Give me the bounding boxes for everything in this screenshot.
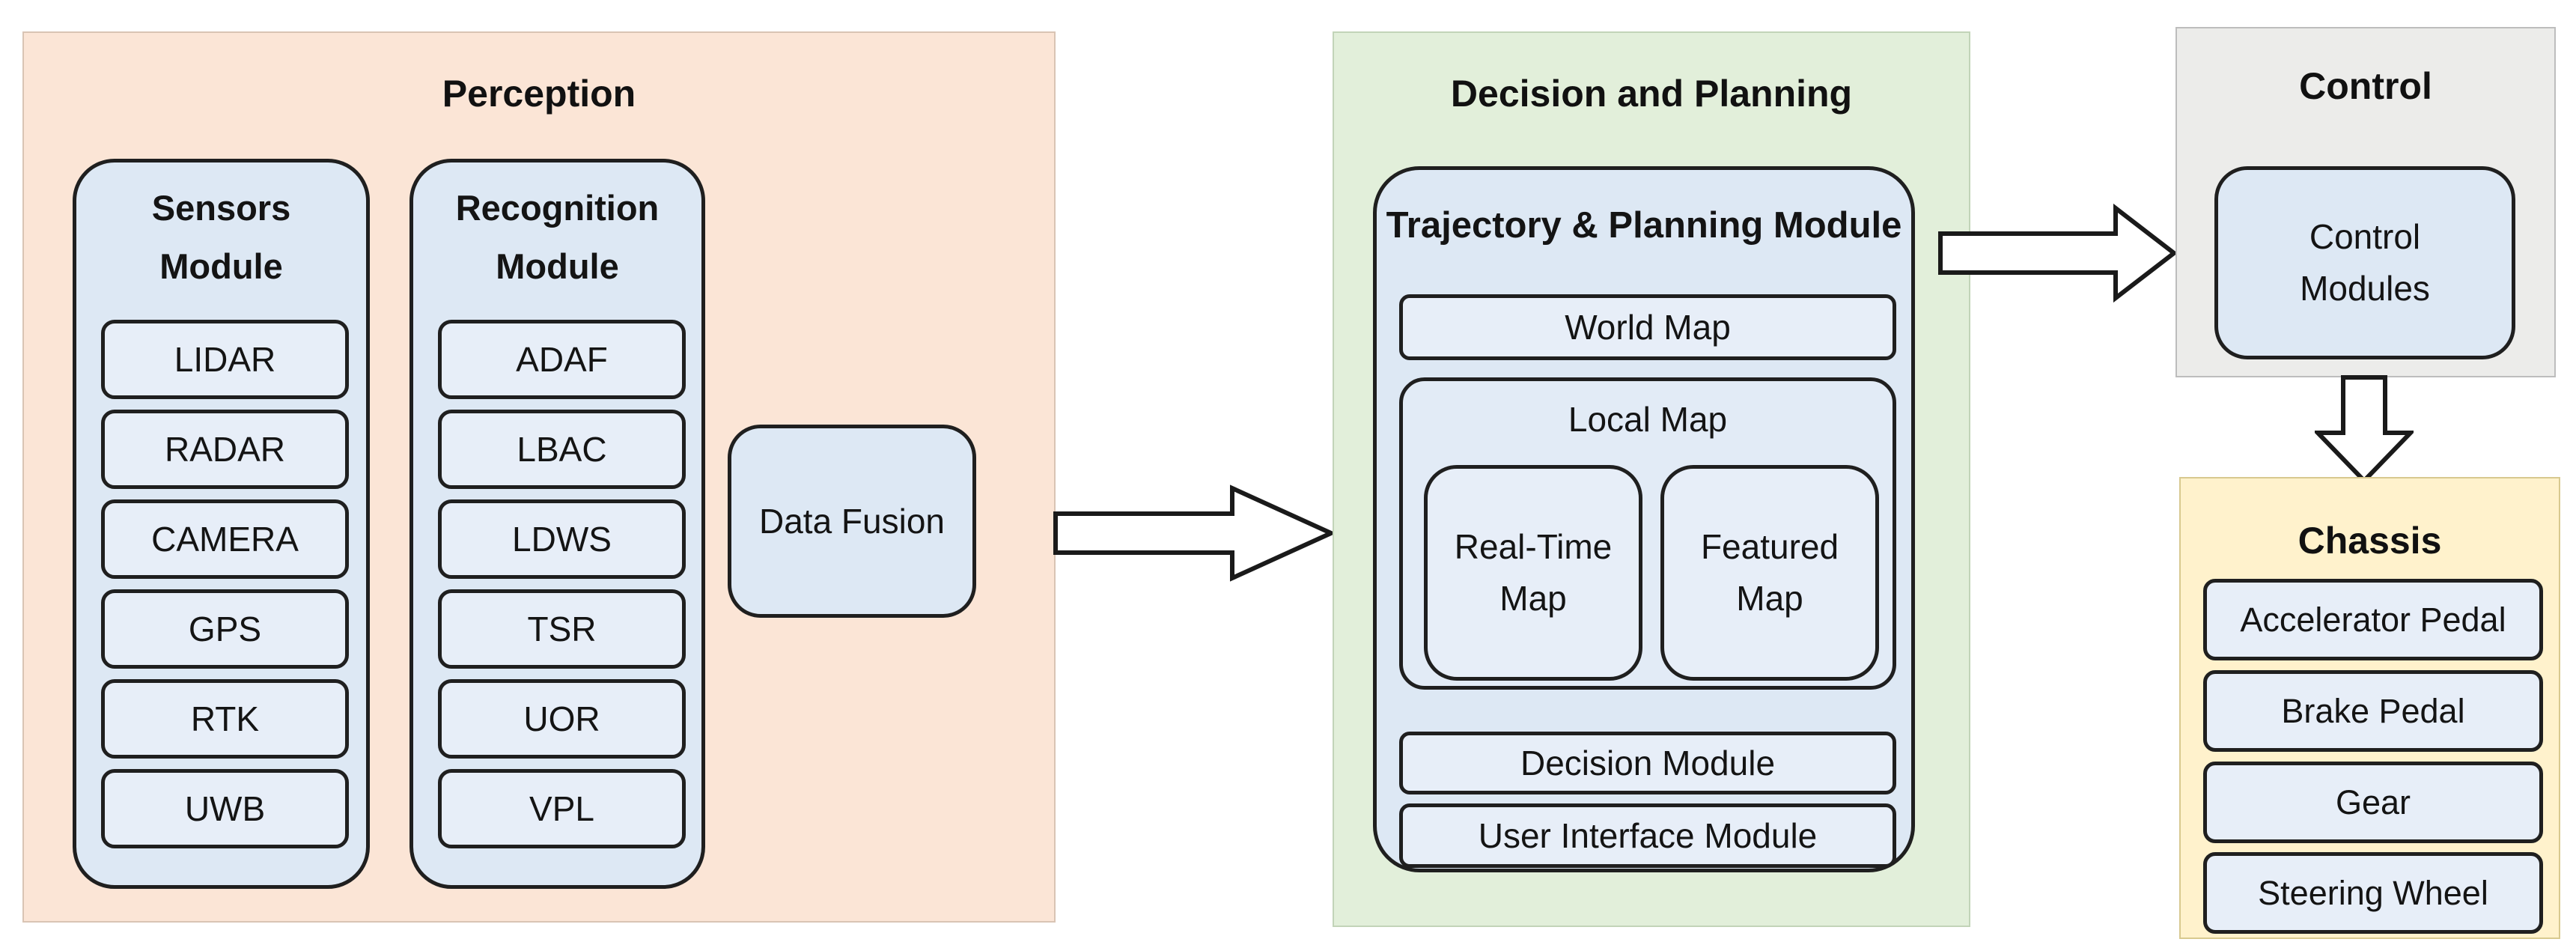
control-title: Control [2299, 65, 2432, 107]
data-fusion-box: Data Fusion [728, 425, 976, 618]
recognition-item-ldws: LDWS [438, 499, 686, 579]
chassis-item-accelerator-pedal: Accelerator Pedal [2203, 579, 2543, 660]
control-modules-box: Control Modules [2214, 166, 2515, 359]
sensor-item-rtk: RTK [101, 679, 349, 759]
chassis-item-brake-pedal: Brake Pedal [2203, 670, 2543, 752]
local-map-container: Local Map Real-Time Map Featured Map [1399, 377, 1896, 690]
trajectory-planning-module-title: Trajectory & Planning Module [1386, 205, 1902, 246]
sensors-module-container: Sensors Module LIDAR RADAR CAMERA GPS RT… [73, 159, 370, 889]
decision-module-box: Decision Module [1399, 732, 1896, 794]
recognition-item-vpl: VPL [438, 769, 686, 848]
sensor-item-radar: RADAR [101, 410, 349, 489]
sensors-module-title: Sensors Module [151, 188, 291, 286]
decision-planning-panel: Decision and Planning Trajectory & Plann… [1333, 31, 1970, 927]
recognition-module-container: Recognition Module ADAF LBAC LDWS TSR UO… [409, 159, 705, 889]
arrow-perception-to-decision [1053, 484, 1337, 582]
control-panel: Control Control Modules [2175, 27, 2556, 377]
recognition-item-lbac: LBAC [438, 410, 686, 489]
featured-map-box: Featured Map [1660, 465, 1879, 681]
chassis-item-gear: Gear [2203, 762, 2543, 843]
recognition-item-tsr: TSR [438, 589, 686, 669]
chassis-item-steering-wheel: Steering Wheel [2203, 852, 2543, 934]
recognition-module-title: Recognition Module [455, 188, 660, 286]
world-map-box: World Map [1399, 294, 1896, 360]
arrow-control-to-chassis [2315, 375, 2414, 484]
chassis-panel: Chassis Accelerator Pedal Brake Pedal Ge… [2179, 477, 2560, 939]
chassis-title: Chassis [2298, 520, 2442, 562]
real-time-map-box: Real-Time Map [1424, 465, 1642, 681]
sensor-item-camera: CAMERA [101, 499, 349, 579]
recognition-item-uor: UOR [438, 679, 686, 759]
recognition-item-adaf: ADAF [438, 320, 686, 399]
sensor-item-uwb: UWB [101, 769, 349, 848]
decision-planning-title: Decision and Planning [1450, 73, 1853, 115]
trajectory-planning-module-container: Trajectory & Planning Module World Map L… [1373, 166, 1915, 872]
user-interface-module-box: User Interface Module [1399, 803, 1896, 868]
sensor-item-lidar: LIDAR [101, 320, 349, 399]
arrow-decision-to-control [1938, 203, 2178, 303]
local-map-title: Local Map [1568, 400, 1728, 439]
perception-title: Perception [442, 73, 636, 115]
perception-panel: Perception Sensors Module LIDAR RADAR CA… [22, 31, 1056, 923]
sensor-item-gps: GPS [101, 589, 349, 669]
